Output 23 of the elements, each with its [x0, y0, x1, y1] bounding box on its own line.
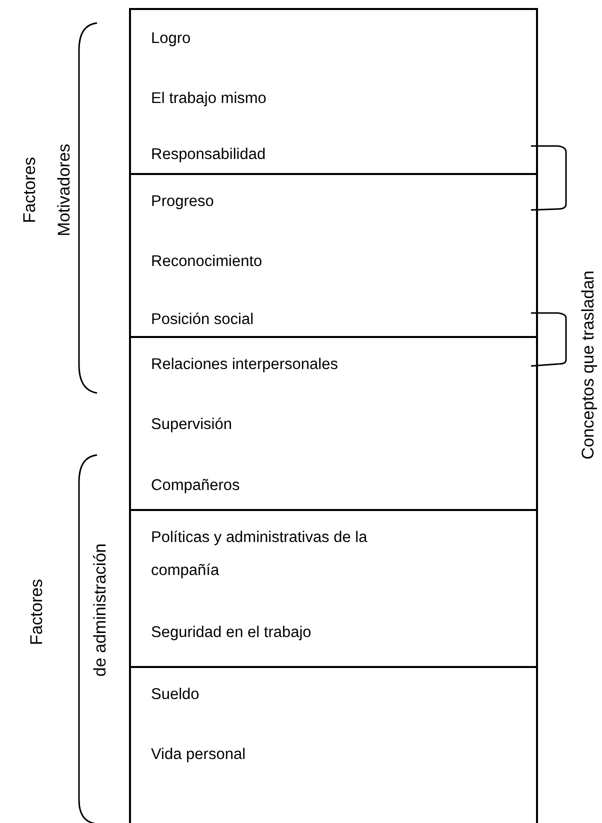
factor-label: Compañeros — [151, 476, 240, 496]
factor-label: Relaciones interpersonales — [151, 355, 338, 375]
factor-label: Supervisión — [151, 415, 232, 435]
factor-label: Seguridad en el trabajo — [151, 623, 312, 643]
factor-label: Responsabilidad — [151, 145, 266, 165]
group-label: Factores — [20, 156, 40, 224]
list-section — [129, 8, 538, 173]
list-section — [129, 336, 538, 509]
group-label: Factores — [27, 578, 48, 646]
factor-label: Logro — [151, 29, 191, 49]
factor-label: Progreso — [151, 192, 214, 212]
factor-label: Sueldo — [151, 685, 200, 705]
factor-label: Políticas y administrativas de la compañía — [151, 528, 368, 581]
group-label: Motivadores — [54, 144, 74, 236]
group-label: Conceptos que trasladan — [578, 270, 598, 460]
list-section — [129, 666, 538, 823]
factor-label: Posición social — [151, 310, 254, 330]
group-label: de administración — [90, 543, 110, 677]
factor-label: Reconocimiento — [151, 252, 262, 272]
list-section — [129, 509, 538, 666]
factor-label: El trabajo mismo — [151, 89, 266, 109]
factor-label: Vida personal — [151, 745, 246, 765]
list-section — [129, 173, 538, 336]
